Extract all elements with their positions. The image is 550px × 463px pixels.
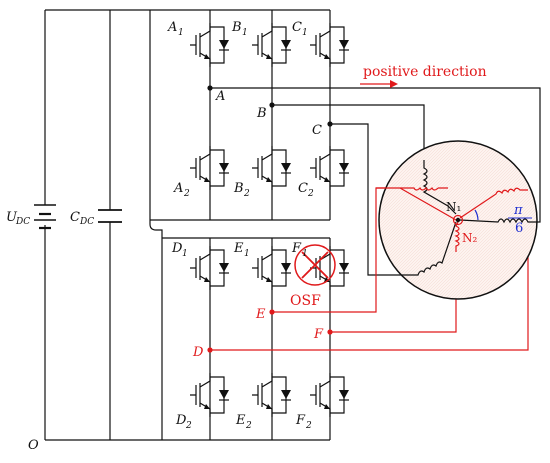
- label-switch-d1: D: [171, 241, 183, 256]
- switch-group: [190, 23, 349, 417]
- cdc-sub: DC: [79, 217, 94, 227]
- label-switch-a1-sub: 1: [178, 28, 184, 38]
- n2-label: N₂: [462, 231, 478, 245]
- winding-n2-d: [459, 187, 528, 219]
- winding-n2-e: [376, 186, 457, 221]
- switch-c1: [310, 23, 349, 67]
- label-switch-d2-sub: 2: [185, 421, 192, 431]
- label-switch-b2: B: [233, 181, 244, 196]
- label-switch-f1-sub: 1: [302, 249, 308, 259]
- winding-n1-b: [459, 205, 541, 224]
- label-switch-a1: A: [167, 20, 177, 35]
- angle-arc: [474, 209, 479, 221]
- label-switch-b2-sub: 2: [243, 189, 250, 199]
- n1-label: N₁: [446, 200, 461, 214]
- neutral-ring: [452, 214, 464, 226]
- direction-arrow-head: [390, 80, 398, 88]
- label-switch-e2-sub: 2: [245, 421, 252, 431]
- neutral-point: [455, 217, 461, 223]
- label-phase-e: E: [255, 307, 266, 322]
- switch-a2: [190, 146, 229, 190]
- upper-inverter: [149, 10, 331, 440]
- positive-direction-label: positive direction: [363, 64, 487, 80]
- label-switch-f2-sub: 2: [305, 421, 312, 431]
- udc-sub: DC: [15, 217, 30, 227]
- label-switch-b1: B: [231, 20, 242, 35]
- switch-d2: [190, 373, 229, 417]
- fault-circle: [294, 244, 336, 286]
- label-phase-c: C: [312, 123, 322, 138]
- label-switch-c1: C: [292, 20, 302, 35]
- motor: [376, 140, 541, 300]
- label-switch-f2: F: [295, 413, 306, 428]
- label-switch-d1-sub: 1: [182, 249, 188, 259]
- udc-label: U: [6, 210, 18, 225]
- label-phase-a: A: [215, 89, 225, 104]
- angle-numerator: π: [513, 203, 523, 218]
- switch-d1: [190, 246, 229, 290]
- label-phase-d: D: [192, 345, 204, 360]
- label-switch-c2-sub: 2: [307, 189, 314, 199]
- label-switch-c1-sub: 1: [302, 28, 308, 38]
- wire-phase-b: [272, 104, 425, 160]
- switch-e2: [252, 373, 291, 417]
- angle-denominator: 6: [515, 221, 523, 236]
- switch-a1: [190, 23, 229, 67]
- label-phase-b: B: [256, 106, 267, 121]
- left-bus-crossover: [149, 10, 163, 440]
- origin-label: O: [28, 438, 39, 453]
- label-phase-f: F: [313, 327, 324, 342]
- label-switch-d2: D: [175, 413, 187, 428]
- phase-wires-abc: [207, 85, 541, 276]
- label-switch-c2: C: [298, 181, 308, 196]
- capacitor-plates: [98, 209, 122, 223]
- switch-f2: [310, 373, 349, 417]
- cdc-label: C: [70, 210, 80, 225]
- switch-c2: [310, 146, 349, 190]
- label-switch-e2: E: [235, 413, 246, 428]
- label-switch-e1: E: [233, 241, 244, 256]
- fault-cross: [301, 251, 329, 279]
- dc-bus: [34, 9, 330, 441]
- osf-label: OSF: [290, 293, 321, 309]
- winding-n1-c: [380, 221, 457, 276]
- label-switch-e1-sub: 1: [244, 249, 250, 259]
- label-switch-a2: A: [173, 181, 183, 196]
- switch-b1: [252, 23, 291, 67]
- switch-e1: [252, 246, 291, 290]
- lower-inverter: [162, 237, 331, 440]
- osf-fault-marker: [294, 244, 336, 286]
- label-switch-f1: F: [291, 241, 302, 256]
- label-switch-b1-sub: 1: [242, 28, 248, 38]
- wire-phase-a: [210, 87, 541, 205]
- switch-b2: [252, 146, 291, 190]
- wire-phase-c: [330, 123, 380, 276]
- winding-n2-f: [454, 221, 460, 252]
- label-switch-a2-sub: 2: [183, 189, 190, 199]
